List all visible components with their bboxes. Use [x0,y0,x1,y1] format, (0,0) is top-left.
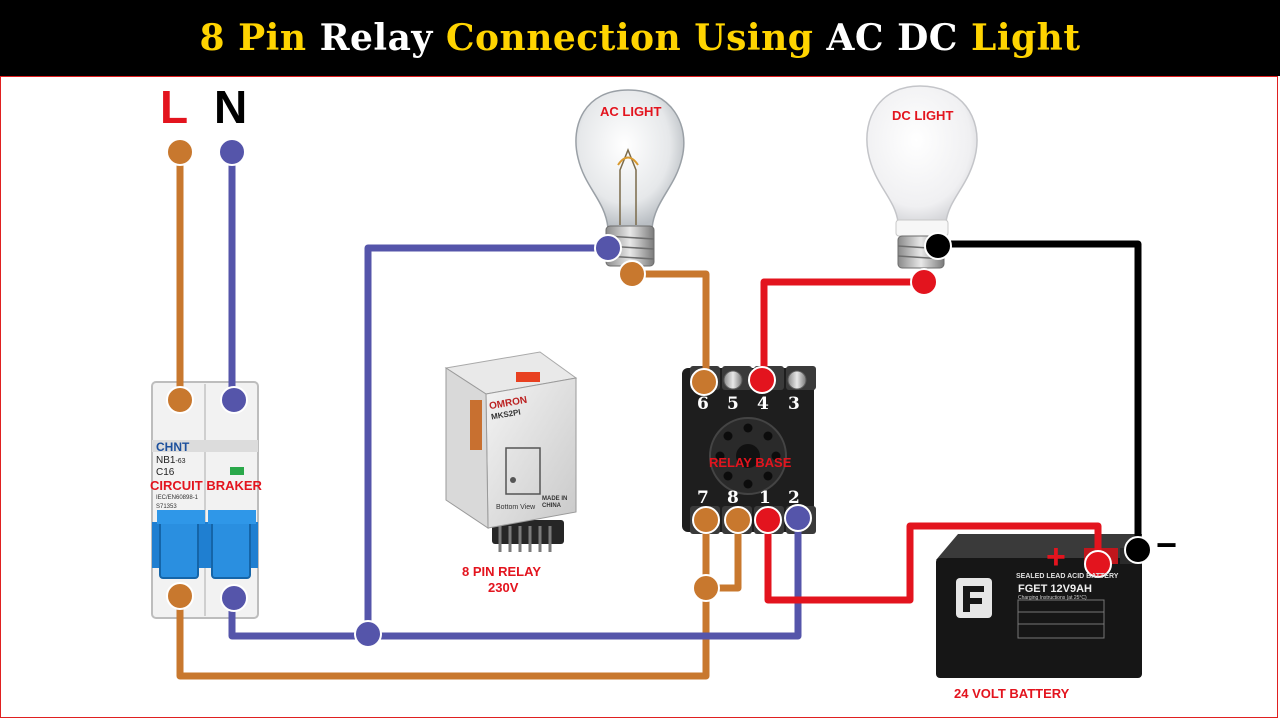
wire-live-output [176,584,710,680]
base-pin-4-terminal [748,366,776,394]
relay-view: Bottom View [496,504,536,511]
wires [176,148,1142,680]
battery [936,534,1142,678]
battery-positive-sign: + [1046,538,1066,576]
base-pin-7-terminal [692,506,720,534]
junction-neutral [354,620,382,648]
wire-neutral-output [228,514,802,640]
relay-made-in: MADE IN CHINA [542,496,568,509]
dc-bulb [866,85,978,269]
base-pin-3: 3 [788,394,800,414]
ac-light-neutral-terminal [594,234,622,262]
terminal-live [166,138,194,166]
relay-8-pin [444,351,578,552]
ac-light-label: AC LIGHT [600,104,662,119]
relay-label-line-2: 230V [488,580,519,595]
wire-dc-positive-battery [764,516,1102,604]
live-label: L [160,81,189,133]
wire-dc-negative [934,240,1142,554]
breaker-model: NB1-63 [156,455,186,466]
page-title: 8 Pin Relay Connection Using AC DC Light [200,17,1081,59]
terminals [166,138,1152,648]
relay-label-line-1: 8 PIN RELAY [462,564,541,579]
base-pin-7: 7 [697,488,709,508]
wire-live-pin7-pin8 [702,516,742,592]
junction-live [692,574,720,602]
breaker-model-text: NB1 [156,455,176,466]
neutral-label: N [214,81,248,133]
breaker-out-neutral [220,584,248,612]
base-pin-6: 6 [697,394,709,414]
relay-base-label: RELAY BASE [709,455,792,470]
breaker-in-neutral [220,386,248,414]
title-part-3: Connection Using [445,17,814,59]
title-part-2: Relay [319,17,433,59]
battery-model: FGET 12V9AH [1018,583,1092,595]
dc-light-label: DC LIGHT [892,108,954,123]
title-part-4: AC DC [826,17,958,59]
base-pin-2: 2 [788,488,800,508]
base-pin-4: 4 [757,394,769,414]
diagram-frame [0,76,1278,718]
battery-negative-sign: − [1156,524,1178,565]
breaker-in-live [166,386,194,414]
wire-dc-positive-light [760,278,928,384]
battery-note: Charging Instructions (at 25°C) [1018,595,1087,601]
base-pin-1: 1 [759,488,771,508]
circuit-breaker [151,381,259,619]
battery-header: SEALED LEAD ACID BATTERY [1016,573,1119,580]
title-part-5: Light [971,17,1081,59]
base-pin-1-terminal [754,506,782,534]
breaker-code: S71353 [156,504,177,510]
base-pin-2-terminal [784,504,812,532]
base-pin-5: 5 [727,394,739,414]
title-bar: 8 Pin Relay Connection Using AC DC Light [0,0,1280,76]
battery-negative-terminal [1124,536,1152,564]
ac-bulb [575,89,685,267]
breaker-brand: CHNT [156,440,190,454]
battery-positive-terminal [1084,550,1112,578]
wire-live-ac-light [628,270,710,386]
breaker-out-live [166,582,194,610]
ac-light-live-terminal [618,260,646,288]
dc-light-negative-terminal [924,232,952,260]
breaker-model-suffix: -63 [175,458,186,465]
breaker-rating: C16 [156,467,175,478]
battery-label: 24 VOLT BATTERY [954,686,1070,701]
base-pin-8: 8 [727,488,739,508]
base-pin-8-terminal [724,506,752,534]
terminal-neutral [218,138,246,166]
base-pin-6-terminal [690,368,718,396]
dc-light-positive-terminal [910,268,938,296]
breaker-label: CIRCUIT BRAKER [150,478,262,493]
wire-neutral-ac-light [364,244,612,640]
breaker-standard: IEC/EN60898-1 [156,495,199,501]
title-part-1: 8 Pin [199,17,307,59]
